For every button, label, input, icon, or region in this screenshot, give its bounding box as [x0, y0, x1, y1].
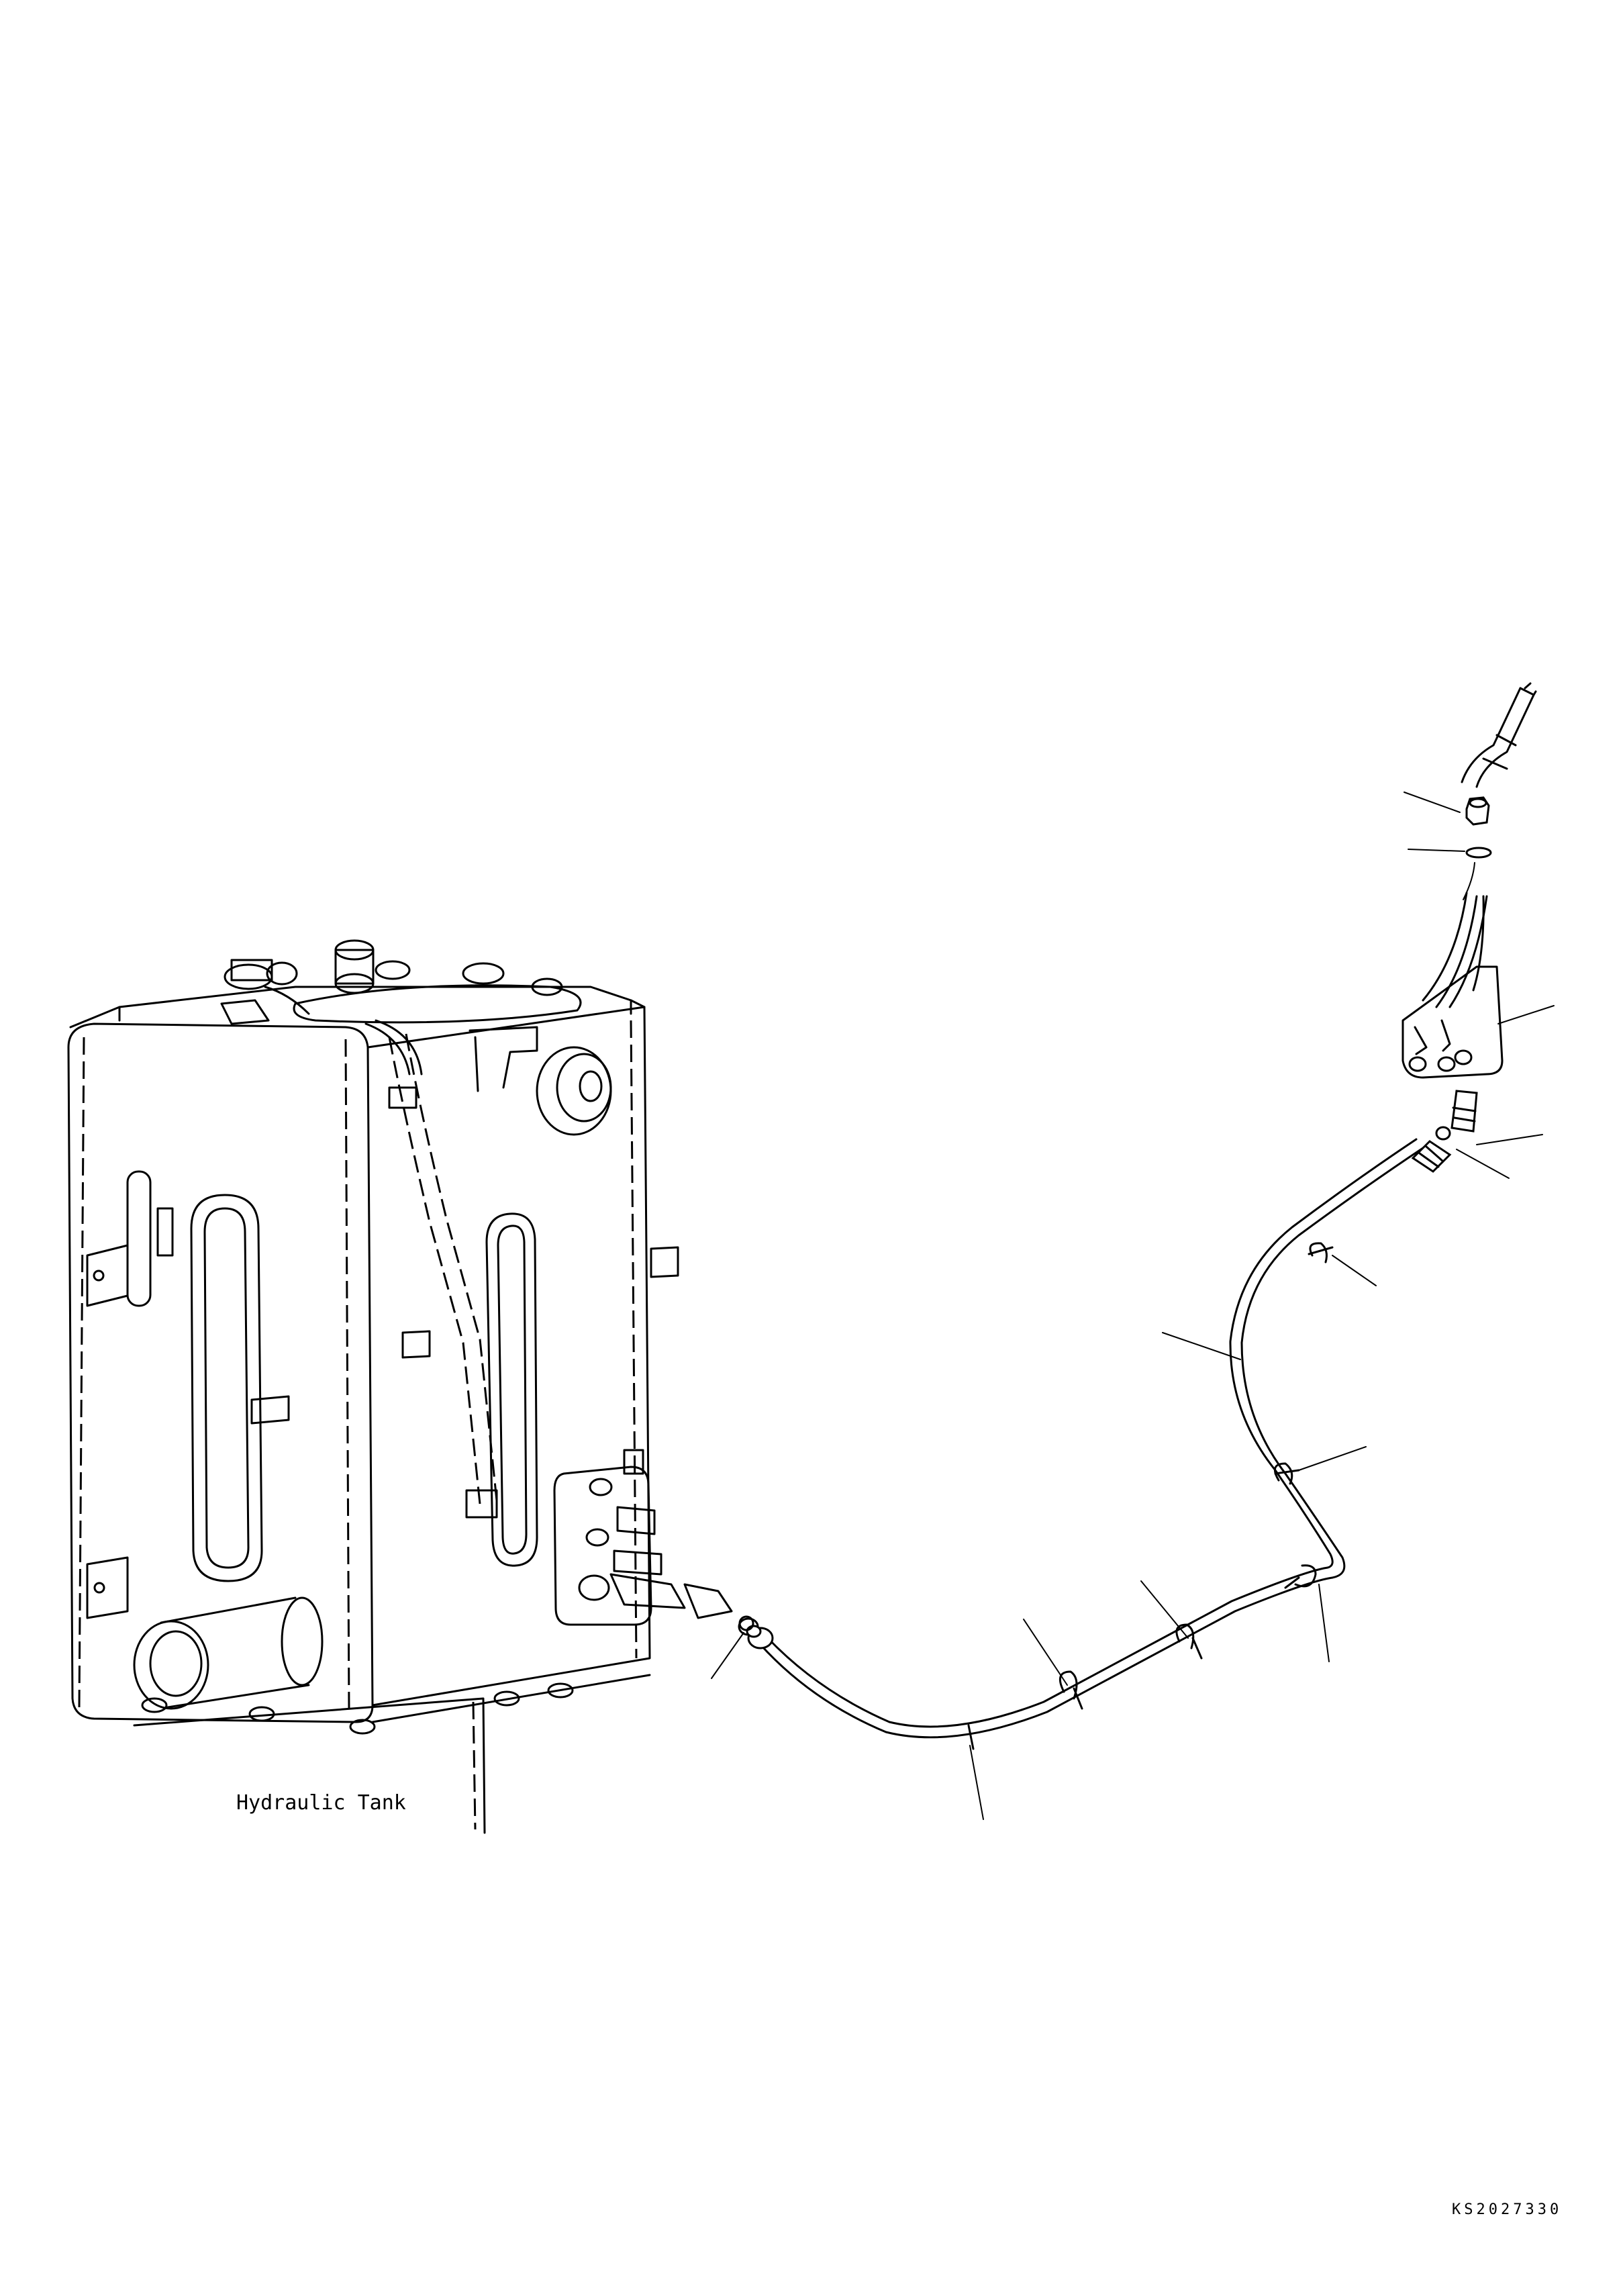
- hose-fitting-upper-end: [1411, 1090, 1478, 1173]
- hose-clamps: [967, 1242, 1334, 1750]
- tank-recess-right: [485, 1212, 538, 1567]
- hose-fitting-tank-end: [738, 1617, 774, 1649]
- suction-pipe: [133, 1596, 324, 1710]
- leader-lines: [711, 792, 1555, 1820]
- hydraulic-tank: [67, 939, 733, 1834]
- tank-top-fittings: [220, 939, 582, 1075]
- o-ring-upper: [1465, 847, 1492, 859]
- inlet-hose-top: [1461, 682, 1537, 788]
- sight-gauge: [86, 1170, 174, 1307]
- upper-bracket: [1401, 892, 1504, 1079]
- drawing-code: KS2027330: [1452, 2201, 1562, 2218]
- o-ring-tank-end: [738, 1615, 754, 1631]
- tank-recess-left: [190, 1194, 290, 1582]
- side-port: [536, 1046, 612, 1136]
- diagram-caption: Hydraulic Tank: [236, 1791, 406, 1815]
- nut: [1465, 796, 1490, 826]
- valve-block: [553, 1449, 733, 1626]
- hose-line: [750, 1138, 1424, 1739]
